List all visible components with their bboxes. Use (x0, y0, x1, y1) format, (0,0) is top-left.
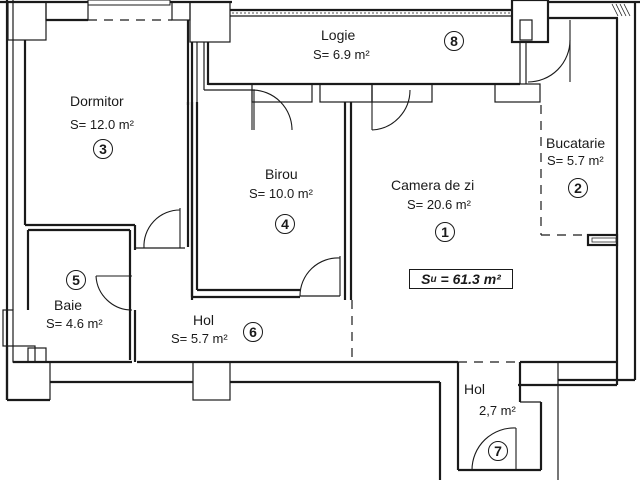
room-name-dormitor: Dormitor (70, 93, 124, 109)
room-number-3: 3 (93, 139, 113, 159)
interior-walls (2, 102, 619, 480)
room-area-dormitor: S= 12.0 m² (70, 117, 134, 132)
room-area-birou: S= 10.0 m² (249, 186, 313, 201)
room-number-5: 5 (66, 270, 86, 290)
room-area-baie: S= 4.6 m² (46, 316, 103, 331)
room-number-7: 7 (488, 441, 508, 461)
total-area-symbol: S (421, 271, 431, 287)
room-number-8: 8 (444, 31, 464, 51)
room-name-baie: Baie (54, 297, 83, 313)
room-area-bucatarie: S= 5.7 m² (547, 153, 604, 168)
room-area-camera-de-zi: S= 20.6 m² (407, 197, 471, 212)
room-area-logie: S= 6.9 m² (313, 47, 370, 62)
room-name-birou: Birou (265, 166, 298, 182)
doors (95, 20, 571, 471)
room-number-6: 6 (243, 322, 263, 342)
right-walls (518, 0, 640, 387)
room-area-hol-6: S= 5.7 m² (171, 331, 228, 346)
room-name-bucatarie: Bucatarie (546, 135, 606, 151)
room-name-camera-de-zi: Camera de zi (391, 177, 475, 193)
room-area-hol-7: 2,7 m² (479, 403, 516, 418)
room-name-logie: Logie (321, 27, 356, 43)
room-number-2: 2 (568, 178, 588, 198)
room-name-hol-7: Hol (464, 381, 486, 397)
logie-walls (203, 0, 550, 103)
room-number-1: 1 (435, 222, 455, 242)
room-number-4: 4 (275, 214, 295, 234)
total-area-value: = 61.3 m² (440, 271, 501, 287)
room-name-hol-6: Hol (193, 312, 215, 328)
total-area-subscript: u (430, 273, 437, 285)
